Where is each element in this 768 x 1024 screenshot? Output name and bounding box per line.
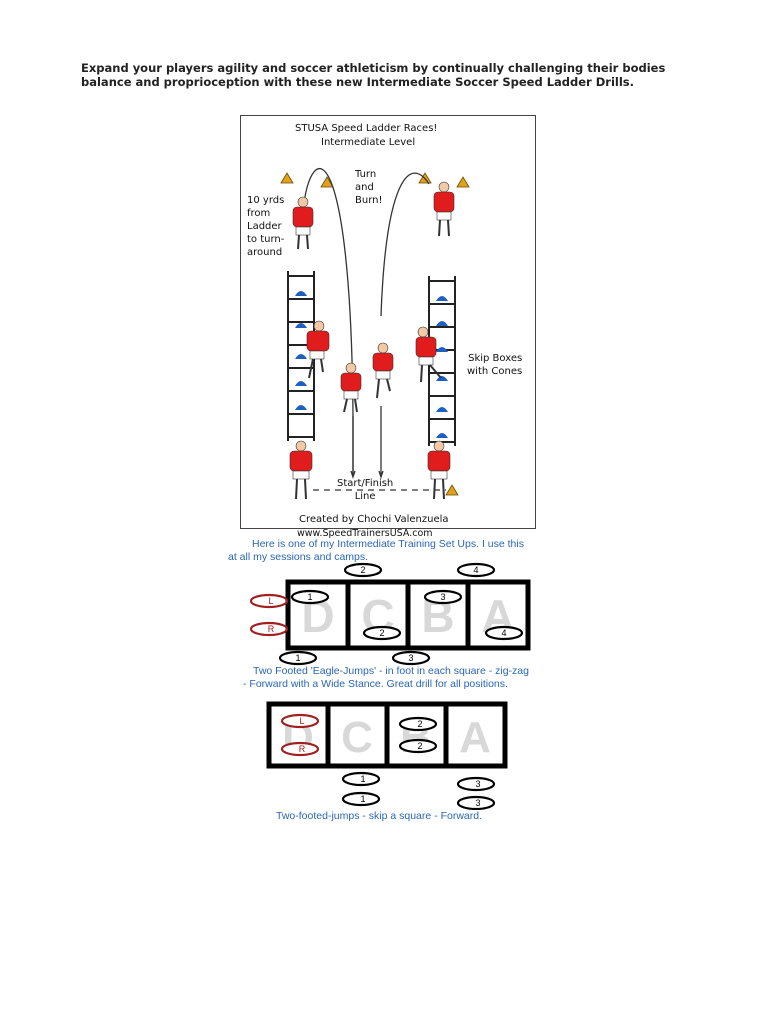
label-skip-boxes: Skip Boxes with Cones [467,353,523,377]
box-letter-a: A [459,713,491,762]
svg-text:1: 1 [360,794,365,804]
caption-setup: Here is one of my Intermediate Training … [228,538,524,563]
svg-text:3: 3 [475,798,480,808]
player-icon [427,440,451,500]
player-icon [433,181,455,237]
svg-text:2: 2 [417,741,422,751]
foot-label-right: R [268,624,275,634]
svg-text:2: 2 [360,565,365,575]
svg-text:3: 3 [408,653,413,663]
run-path-left [302,167,354,476]
label-start-finish: Start/Finish Line [337,478,394,502]
svg-text:3: 3 [440,592,445,602]
foot-icon [249,593,289,637]
foot-icon [278,562,524,666]
figure-title: STUSA Speed Ladder Races! [295,123,438,134]
intro-paragraph: Expand your players agility and soccer a… [81,61,666,89]
label-distance: 10 yrds from Ladder to turn- around [247,195,285,258]
foot-icon [341,716,496,810]
svg-text:1: 1 [295,653,300,663]
svg-text:2: 2 [379,628,384,638]
player-icon [292,196,314,250]
foot-label-left: L [268,596,273,606]
foot-label-right: R [299,744,306,754]
figure-subtitle: Intermediate Level [321,137,416,148]
player-icon [289,440,313,500]
svg-text:4: 4 [473,565,478,575]
ladder-cone-icon [436,296,448,438]
foot-label-left: L [299,716,304,726]
svg-text:1: 1 [360,774,365,784]
ladder-cone-icon [295,291,307,410]
caption-eagle-jumps: Two Footed 'Eagle-Jumps' - in foot in ea… [243,665,529,690]
caption-skip-square: Two-footed-jumps - skip a square - Forwa… [276,810,482,822]
figure-credit: Created by Chochi Valenzuela [299,514,449,525]
figure-url: www.SpeedTrainersUSA.com [297,528,433,539]
svg-text:1: 1 [307,592,312,602]
cone-icon [445,484,459,496]
svg-text:2: 2 [417,719,422,729]
run-path-right [380,172,430,317]
box-letter-c: C [341,713,373,762]
player-icon [372,342,394,399]
player-icon [415,326,442,383]
label-turn-and-burn: Turn and Burn! [355,169,383,206]
player-icon [306,320,330,379]
svg-text:3: 3 [475,779,480,789]
left-ladder [287,271,315,441]
player-icon [340,362,362,413]
drill-eagle-jumps: D C B A L R 1 1 2 2 3 [244,560,534,670]
svg-text:4: 4 [501,628,506,638]
speed-ladder-figure: STUSA Speed Ladder Races! Intermediate L… [240,115,536,529]
figure-drawing [280,167,470,500]
foot-icon [280,713,320,757]
drill-skip-square: D C B A L R 1 1 2 2 3 3 [264,700,514,810]
